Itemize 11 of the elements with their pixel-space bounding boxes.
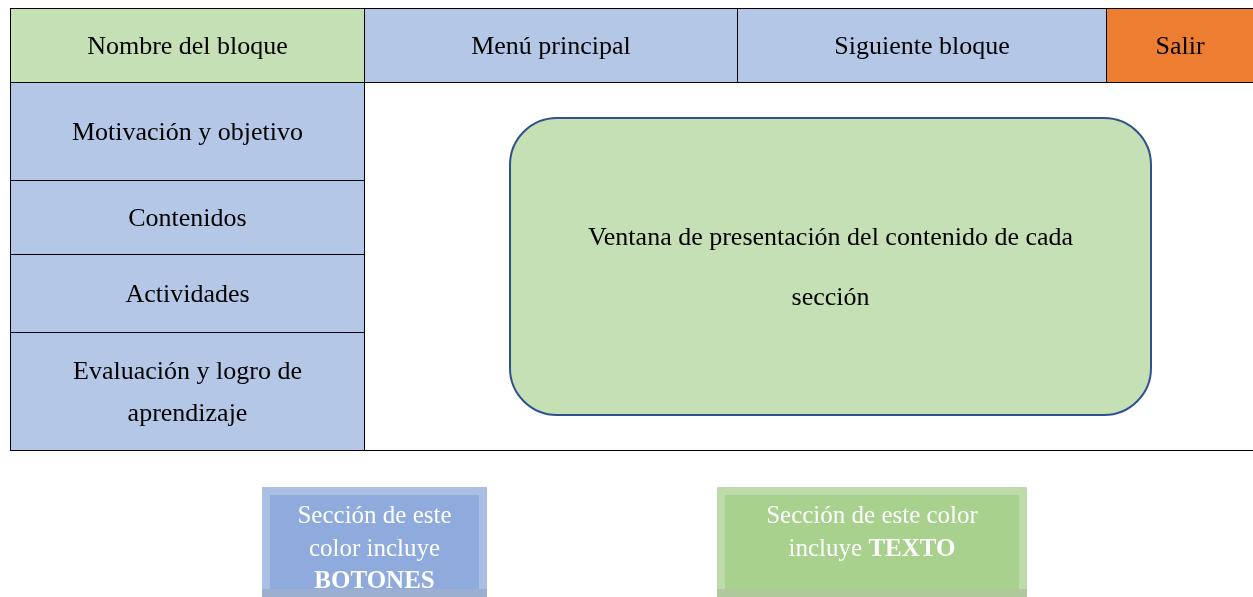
content-window: Ventana de presentación del contenido de cada sección [509,117,1152,416]
menu-button: Contenidos [10,180,365,255]
legend-text: Sección de este color incluye TEXTO [765,500,979,563]
menu-button: Siguiente bloque [737,8,1107,83]
menu-button: Motivación y objetivo [10,82,365,181]
menu-button: Menú principal [364,8,738,83]
legend-text: Sección de este color incluye BOTONES [296,500,453,595]
menu-button: Evaluación y logro de aprendizaje [10,332,365,451]
header-cell: Nombre del bloque [10,8,365,83]
exit-button: Salir [1106,8,1253,83]
menu-button: Actividades [10,254,365,333]
